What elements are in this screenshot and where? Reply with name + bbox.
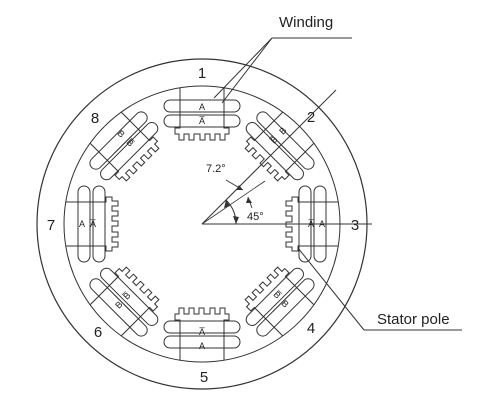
- callout-winding-leader-1: [213, 37, 273, 99]
- pole-number-8: 8: [91, 110, 99, 127]
- callout-winding-leader-2: [221, 37, 273, 104]
- pole-number-6: 6: [94, 324, 102, 341]
- coil-label-7-inner: A̅: [90, 219, 96, 229]
- coil-label-6-inner: B̅: [121, 290, 132, 301]
- callout-winding: Winding: [279, 14, 333, 31]
- angle-label-7-2: 7.2°: [206, 163, 226, 175]
- reference-line-tooth: [201, 180, 266, 225]
- angle-arrow-7-2-top: [236, 185, 243, 190]
- coil-label-1-inner: A̅: [199, 116, 205, 126]
- pole-number-2: 2: [307, 109, 315, 126]
- coil-labels: A A̅ B B̅ A A̅ B B̅ A A̅ B B̅ A A̅ B B̅: [79, 102, 325, 351]
- coil-label-4-inner: B̅: [271, 289, 282, 300]
- stator-pole-8: [89, 111, 160, 182]
- callout-stator-pole: Stator pole: [377, 311, 450, 328]
- pole-number-7: 7: [47, 217, 55, 234]
- coil-label-7-outer: A: [79, 219, 85, 229]
- angle-arrow-7-2-bottom: [246, 197, 252, 203]
- coil-label-5-inner: A̅: [199, 327, 205, 337]
- coil-label-1-outer: A: [199, 102, 205, 112]
- pole-number-3: 3: [351, 217, 359, 234]
- coil-label-8-inner: B̅: [124, 137, 135, 148]
- stator-pole-7: [66, 185, 119, 263]
- angle-label-45: 45°: [247, 211, 264, 223]
- coil-label-8-outer: B: [115, 128, 126, 139]
- pole-number-5: 5: [200, 369, 208, 386]
- callout-stator-pole-leader: [297, 247, 365, 331]
- stator-pole-4: [244, 266, 315, 337]
- stator-pole-1: [163, 88, 241, 141]
- coil-label-4-outer: B: [279, 298, 290, 309]
- pole-number-1: 1: [198, 65, 206, 82]
- pole-number-4: 4: [307, 320, 315, 337]
- pole-numbers: 1 2 3 4 5 6 7 8: [47, 65, 359, 386]
- stator-pole-6: [89, 266, 160, 337]
- reference-line-45deg: [201, 89, 337, 225]
- coil-label-2-outer: B: [277, 125, 288, 136]
- angle-arrow-45-top: [224, 200, 230, 208]
- angle-arrow-45-bottom: [233, 216, 239, 224]
- stator-pole-5: [163, 307, 241, 360]
- coil-label-6-outer: B: [113, 299, 124, 310]
- coil-label-2-inner: B̅: [268, 134, 279, 145]
- coil-label-5-outer: A: [199, 341, 205, 351]
